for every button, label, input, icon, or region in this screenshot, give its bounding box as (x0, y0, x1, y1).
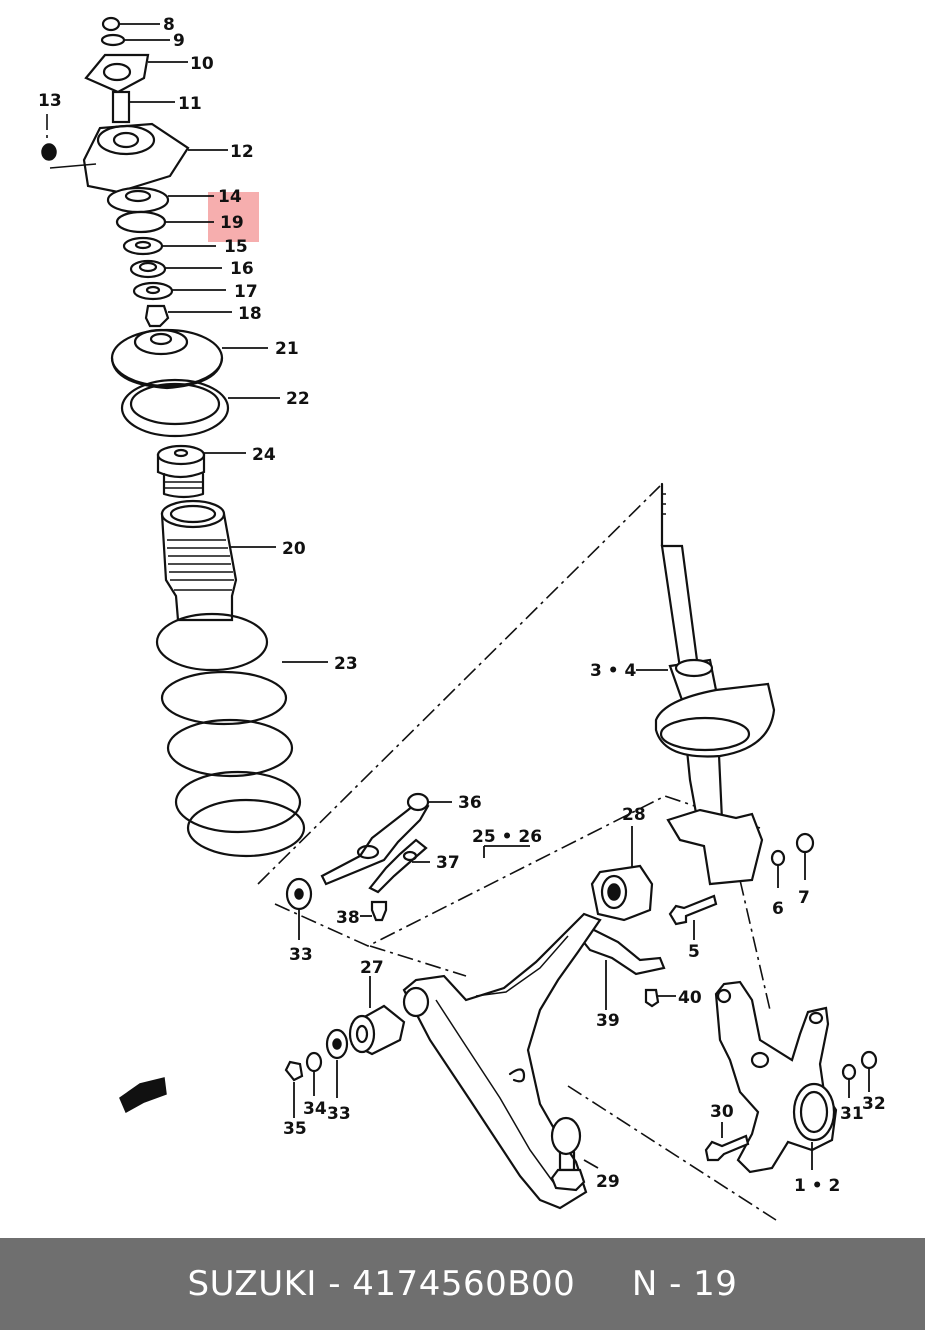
label-37: 37 (436, 853, 460, 873)
part-22-insulator (120, 378, 280, 438)
part-8-nut (101, 16, 160, 32)
part-3-4-strut (636, 482, 776, 886)
part-6-nut (770, 849, 786, 888)
part-21-spring-seat (110, 328, 268, 390)
label-25-26: 25 • 26 (472, 827, 542, 847)
footer-caption: SUZUKI - 4174560B00 N - 19 (188, 1264, 738, 1304)
label-10: 10 (190, 54, 214, 74)
label-33-b: 33 (327, 1104, 351, 1124)
label-13: 13 (38, 91, 62, 111)
label-3-4: 3 • 4 (590, 661, 637, 681)
label-21: 21 (275, 339, 299, 359)
guide-line-5 (739, 879, 771, 1011)
part-17-washer (132, 281, 226, 301)
part-28-bushing (590, 826, 654, 922)
label-15: 15 (224, 237, 248, 257)
part-31-nut (841, 1063, 857, 1098)
part-35-nut (284, 1060, 304, 1118)
label-12: 12 (230, 142, 254, 162)
part-30-bolt (704, 1122, 750, 1162)
part-1-2-knuckle (714, 980, 838, 1174)
label-1-2: 1 • 2 (794, 1176, 840, 1196)
label-16: 16 (230, 259, 254, 279)
front-arrow-icon (119, 1077, 167, 1114)
highlight-box (208, 192, 259, 242)
part-number: 4174560B00 (352, 1264, 576, 1304)
part-10-plate (84, 53, 188, 94)
part-34-washer (305, 1051, 323, 1096)
label-31: 31 (840, 1104, 864, 1124)
part-24-bump-stop (156, 444, 246, 499)
label-14: 14 (218, 187, 242, 207)
guide-line-3 (369, 945, 467, 977)
guide-line-4 (567, 1085, 777, 1221)
label-34: 34 (303, 1099, 327, 1119)
part-12-mount (82, 122, 228, 194)
part-20-boot (160, 499, 276, 622)
part-40-bolt (644, 988, 676, 1008)
part-7-nut (795, 832, 815, 880)
label-29: 29 (596, 1172, 620, 1192)
part-29-ball-joint (550, 1116, 599, 1192)
part-33-bushing-b (325, 1028, 349, 1098)
label-8: 8 (163, 15, 175, 35)
brand-name: SUZUKI (187, 1264, 317, 1304)
label-36: 36 (458, 793, 482, 813)
label-35: 35 (283, 1119, 307, 1139)
label-18: 18 (238, 304, 262, 324)
page-reference: N - 19 (631, 1264, 738, 1304)
part-38-bolt (360, 900, 388, 922)
separator: - (316, 1264, 353, 1304)
label-27: 27 (360, 958, 384, 978)
guide-line-2 (274, 795, 761, 947)
part-37-bracket (368, 838, 430, 894)
part-14-bearing (106, 186, 214, 214)
label-7: 7 (798, 888, 810, 908)
label-33-a: 33 (289, 945, 313, 965)
label-9: 9 (173, 31, 185, 51)
label-19: 19 (220, 213, 244, 233)
part-18-nut (144, 304, 232, 328)
label-38: 38 (336, 908, 360, 928)
spacer (575, 1264, 632, 1304)
part-33-bushing-a (285, 877, 313, 940)
part-15-washer (122, 236, 216, 256)
part-11-spacer (111, 90, 175, 124)
part-36-link (320, 792, 452, 886)
label-23: 23 (334, 654, 358, 674)
part-23-coil-spring (155, 612, 328, 858)
label-32: 32 (862, 1094, 886, 1114)
label-22: 22 (286, 389, 310, 409)
part-13-bolt (41, 114, 97, 169)
label-24: 24 (252, 445, 276, 465)
label-11: 11 (178, 94, 202, 114)
guide-line-1 (257, 485, 661, 885)
part-9-washer (100, 33, 170, 47)
part-5-bolt (668, 894, 718, 940)
label-20: 20 (282, 539, 306, 559)
parts-diagram: 8 9 10 11 12 13 14 19 15 16 17 18 21 22 … (38, 15, 886, 1221)
part-27-bushing (348, 976, 406, 1056)
part-19-seat (115, 210, 214, 234)
label-5: 5 (688, 942, 700, 962)
label-6: 6 (772, 899, 784, 919)
label-39: 39 (596, 1011, 620, 1031)
label-30: 30 (710, 1102, 734, 1122)
label-40: 40 (678, 988, 702, 1008)
footer-bar: SUZUKI - 4174560B00 N - 19 (0, 1238, 925, 1330)
part-16-nut (129, 259, 222, 279)
label-17: 17 (234, 282, 258, 302)
part-39-bracket (580, 926, 666, 1010)
label-28: 28 (622, 805, 646, 825)
part-32-nut (860, 1050, 878, 1092)
